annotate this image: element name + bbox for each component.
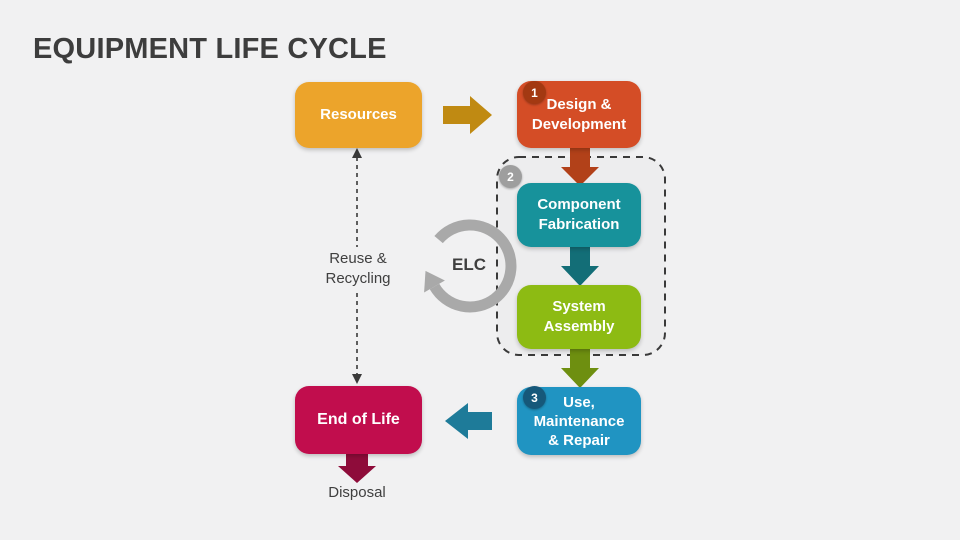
arrow-use-to-end-of-life-icon — [445, 403, 492, 439]
page-title: EQUIPMENT LIFE CYCLE — [33, 33, 387, 66]
step-badge-2: 2 — [499, 165, 522, 188]
recycle-arrowhead-down-icon — [352, 374, 362, 384]
node-system-assembly-label: System Assembly — [543, 298, 615, 335]
node-component-fabrication: Component Fabrication — [517, 183, 641, 247]
arrow-design-to-component-icon — [561, 147, 599, 186]
step-badge-1-number: 1 — [531, 85, 538, 100]
step-badge-1: 1 — [523, 81, 546, 104]
node-resources: Resources — [295, 82, 422, 148]
node-end-of-life-label: End of Life — [317, 411, 400, 428]
node-component-fabrication-label: Component Fabrication — [537, 196, 621, 233]
circular-arrow-icon — [424, 219, 517, 313]
node-resources-label: Resources — [320, 106, 397, 123]
reuse-recycling-label: Reuse & Recycling — [300, 247, 416, 291]
arrow-resources-to-design-icon — [443, 96, 492, 134]
recycle-arrowhead-up-icon — [352, 148, 362, 158]
node-end-of-life: End of Life — [295, 386, 422, 454]
node-system-assembly: System Assembly — [517, 285, 641, 349]
step-badge-3: 3 — [523, 386, 546, 409]
disposal-label: Disposal — [328, 484, 386, 501]
arrow-component-to-system-icon — [561, 244, 599, 286]
node-use-maintenance-repair-label: Use, Maintenance & Repair — [533, 393, 625, 449]
arrow-end-of-life-to-disposal-icon — [338, 452, 376, 483]
elc-label: ELC — [452, 255, 486, 274]
arrow-system-to-use-icon — [561, 347, 599, 388]
step-badge-2-number: 2 — [507, 169, 514, 184]
step-badge-3-number: 3 — [531, 390, 538, 405]
node-design-development-label: Design & Development — [531, 95, 627, 133]
